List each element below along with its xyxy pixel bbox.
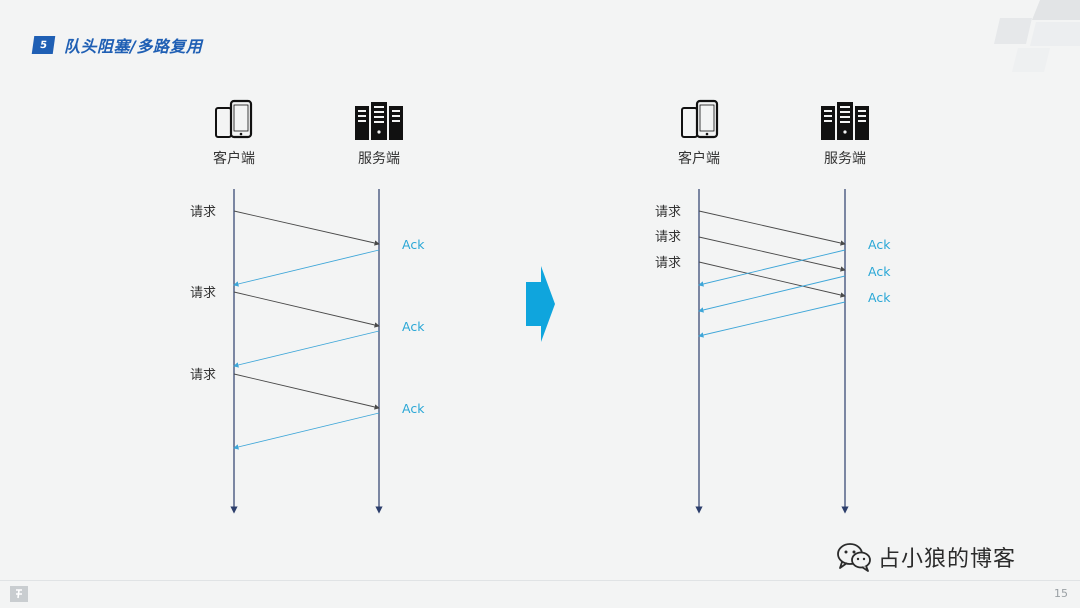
request-arrow xyxy=(233,373,380,410)
ack-label: Ack xyxy=(868,290,891,305)
watermark-text: 占小狼的博客 xyxy=(878,547,1017,572)
logo-icon xyxy=(10,586,28,602)
corner-decoration xyxy=(994,0,1080,72)
ack-label: Ack xyxy=(402,401,425,416)
request-arrow xyxy=(233,291,380,328)
header: 5 队头阻塞/多路复用 xyxy=(31,34,203,56)
request-arrow xyxy=(698,236,846,272)
smartphone-icon xyxy=(680,99,719,139)
ack-label: Ack xyxy=(402,237,425,252)
right-arrow-icon xyxy=(526,266,555,342)
server-rack-icon xyxy=(355,102,403,140)
wechat-icon xyxy=(837,543,871,572)
server-label: 服务端 xyxy=(824,151,866,167)
page-title: 队头阻塞/多路复用 xyxy=(64,37,203,56)
left-diagram: 客户端 服务端 请求 Ack 请求 Ack 请求 Ack xyxy=(190,99,425,514)
request-arrow xyxy=(698,261,846,298)
ack-arrow xyxy=(233,249,380,287)
server-label: 服务端 xyxy=(358,151,400,167)
footer-divider xyxy=(0,580,1080,581)
ack-label: Ack xyxy=(868,264,891,279)
request-label: 请求 xyxy=(655,205,681,220)
page-number: 15 xyxy=(1054,587,1068,600)
client-label: 客户端 xyxy=(678,150,720,167)
ack-label: Ack xyxy=(868,237,891,252)
request-label: 请求 xyxy=(655,256,681,271)
request-arrow xyxy=(698,210,846,246)
watermark: 占小狼的博客 xyxy=(836,541,1016,573)
request-label: 请求 xyxy=(655,230,681,245)
request-label: 请求 xyxy=(190,368,216,383)
request-label: 请求 xyxy=(190,205,216,220)
request-label: 请求 xyxy=(190,286,216,301)
right-diagram: 客户端 服务端 请求 请求 请求 Ack Ack Ack xyxy=(655,99,891,514)
server-rack-icon xyxy=(821,102,869,140)
ack-arrow xyxy=(233,412,380,450)
ack-arrow xyxy=(698,275,846,313)
smartphone-icon xyxy=(214,99,253,139)
ack-arrow xyxy=(698,249,846,287)
request-arrow xyxy=(233,210,380,246)
ack-arrow xyxy=(233,330,380,368)
ack-label: Ack xyxy=(402,319,425,334)
ack-arrow xyxy=(698,301,846,338)
client-label: 客户端 xyxy=(213,150,255,167)
